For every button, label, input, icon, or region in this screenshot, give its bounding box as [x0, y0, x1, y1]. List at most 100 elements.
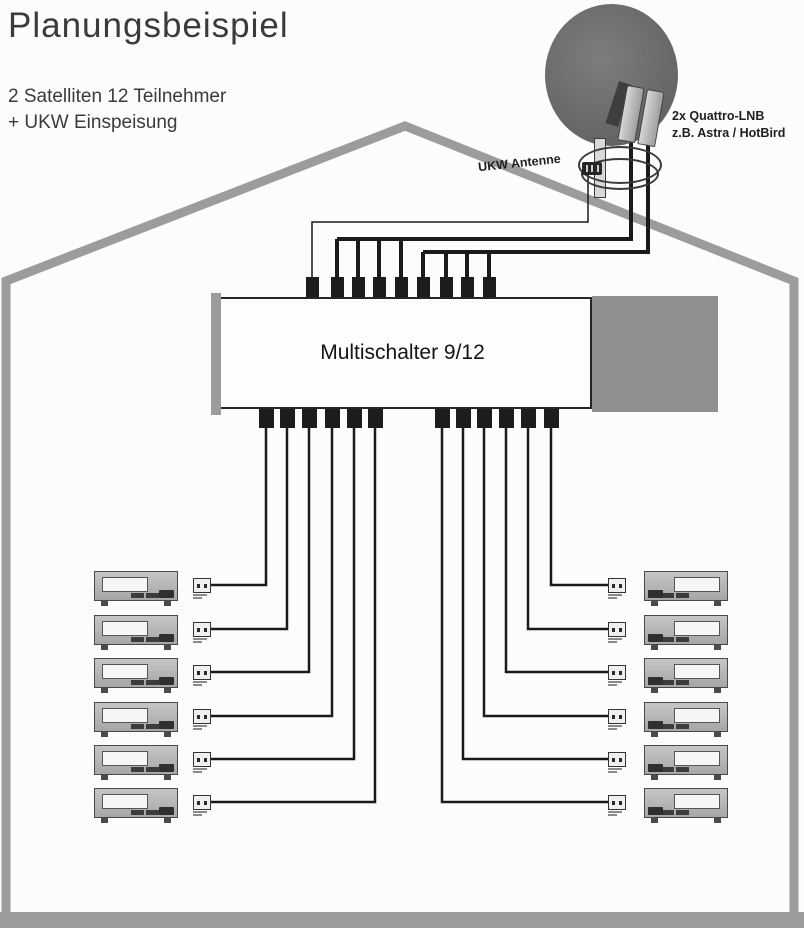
receiver-buttons	[131, 637, 159, 642]
receiver-display	[102, 664, 148, 679]
receiver-port	[159, 634, 174, 642]
receiver-foot	[101, 644, 108, 650]
sat-outlet-icon	[193, 795, 211, 817]
sat-outlet-icon	[193, 665, 211, 687]
subtitle-line-1: 2 Satelliten 12 Teilnehmer	[8, 86, 227, 107]
receiver-display	[102, 621, 148, 636]
input-connector	[372, 277, 386, 297]
multiswitch: Multischalter 9/12	[213, 297, 592, 409]
receiver-display	[674, 664, 720, 679]
output-cable-left	[211, 426, 268, 587]
output-cable-right	[549, 426, 608, 587]
receiver-foot	[714, 600, 721, 606]
output-connector	[476, 409, 492, 428]
output-connector	[324, 409, 340, 428]
receiver-buttons	[661, 680, 689, 685]
input-connector	[305, 277, 319, 297]
receiver-display	[674, 708, 720, 723]
receiver-port	[648, 807, 663, 815]
sat-outlet-icon	[193, 622, 211, 644]
receiver-port	[159, 677, 174, 685]
multiswitch-mount-strip	[211, 293, 221, 415]
output-cable-left	[211, 426, 311, 674]
output-connector	[346, 409, 362, 428]
receiver	[644, 571, 728, 606]
output-cable-left	[211, 426, 289, 631]
receiver-display	[102, 751, 148, 766]
subtitle-line-2: + UKW Einspeisung	[8, 112, 178, 133]
house-walls-roof	[1, 121, 799, 916]
lnb-label: 2x Quattro-LNB z.B. Astra / HotBird	[672, 108, 785, 142]
sat-outlet-icon	[608, 709, 626, 731]
receiver-foot	[651, 774, 658, 780]
receiver-port	[648, 634, 663, 642]
receiver-buttons	[661, 767, 689, 772]
sat-outlet-icon	[193, 709, 211, 731]
receiver-foot	[651, 817, 658, 823]
receiver-foot	[164, 731, 171, 737]
receiver-foot	[101, 774, 108, 780]
sat-outlet-icon	[608, 752, 626, 774]
receiver-port	[648, 721, 663, 729]
multiswitch-label: Multischalter 9/12	[320, 341, 485, 364]
sat-outlet-icon	[608, 665, 626, 687]
receiver-port	[648, 677, 663, 685]
receiver-port	[648, 764, 663, 772]
receiver-foot	[651, 687, 658, 693]
receiver-buttons	[661, 593, 689, 598]
receiver-display	[674, 751, 720, 766]
multiswitch-psu-block	[592, 296, 718, 412]
receiver-foot	[164, 600, 171, 606]
output-cable-right	[440, 426, 608, 804]
input-connector	[439, 277, 453, 297]
input-connector	[482, 277, 496, 297]
output-connector	[279, 409, 295, 428]
receiver-display	[674, 794, 720, 809]
receiver-buttons	[131, 724, 159, 729]
sat-outlet-icon	[608, 622, 626, 644]
input-connector	[394, 277, 408, 297]
receiver-port	[159, 590, 174, 598]
receiver-foot	[714, 644, 721, 650]
receiver-foot	[714, 687, 721, 693]
receiver-foot	[164, 774, 171, 780]
receiver-buttons	[131, 593, 159, 598]
output-cable-left	[211, 426, 356, 761]
receiver-foot	[714, 731, 721, 737]
receiver	[94, 745, 178, 780]
receiver-foot	[714, 817, 721, 823]
output-connector	[543, 409, 559, 428]
receiver-display	[674, 577, 720, 592]
receiver	[94, 571, 178, 606]
receiver	[94, 658, 178, 693]
receiver-foot	[714, 774, 721, 780]
ukw-antenna-icon	[582, 162, 602, 175]
ukw-cable	[311, 174, 589, 288]
output-cable-right	[461, 426, 608, 761]
receiver-foot	[651, 600, 658, 606]
input-connector	[416, 277, 430, 297]
receiver-foot	[101, 731, 108, 737]
receiver-foot	[164, 644, 171, 650]
receiver-foot	[101, 817, 108, 823]
receiver	[94, 702, 178, 737]
input-connector	[460, 277, 474, 297]
output-connector	[258, 409, 274, 428]
receiver-foot	[101, 600, 108, 606]
input-connector	[330, 277, 344, 297]
receiver	[94, 788, 178, 823]
receiver-display	[674, 621, 720, 636]
receiver-buttons	[131, 767, 159, 772]
receiver-port	[159, 721, 174, 729]
receiver-port	[159, 807, 174, 815]
receiver-buttons	[661, 724, 689, 729]
receiver	[644, 745, 728, 780]
lnb-label-line-1: 2x Quattro-LNB	[672, 109, 765, 123]
receiver-buttons	[661, 637, 689, 642]
receiver-foot	[101, 687, 108, 693]
output-connector	[498, 409, 514, 428]
page-subtitle: 2 Satelliten 12 Teilnehmer + UKW Einspei…	[8, 84, 226, 136]
output-connector	[367, 409, 383, 428]
receiver-display	[102, 577, 148, 592]
